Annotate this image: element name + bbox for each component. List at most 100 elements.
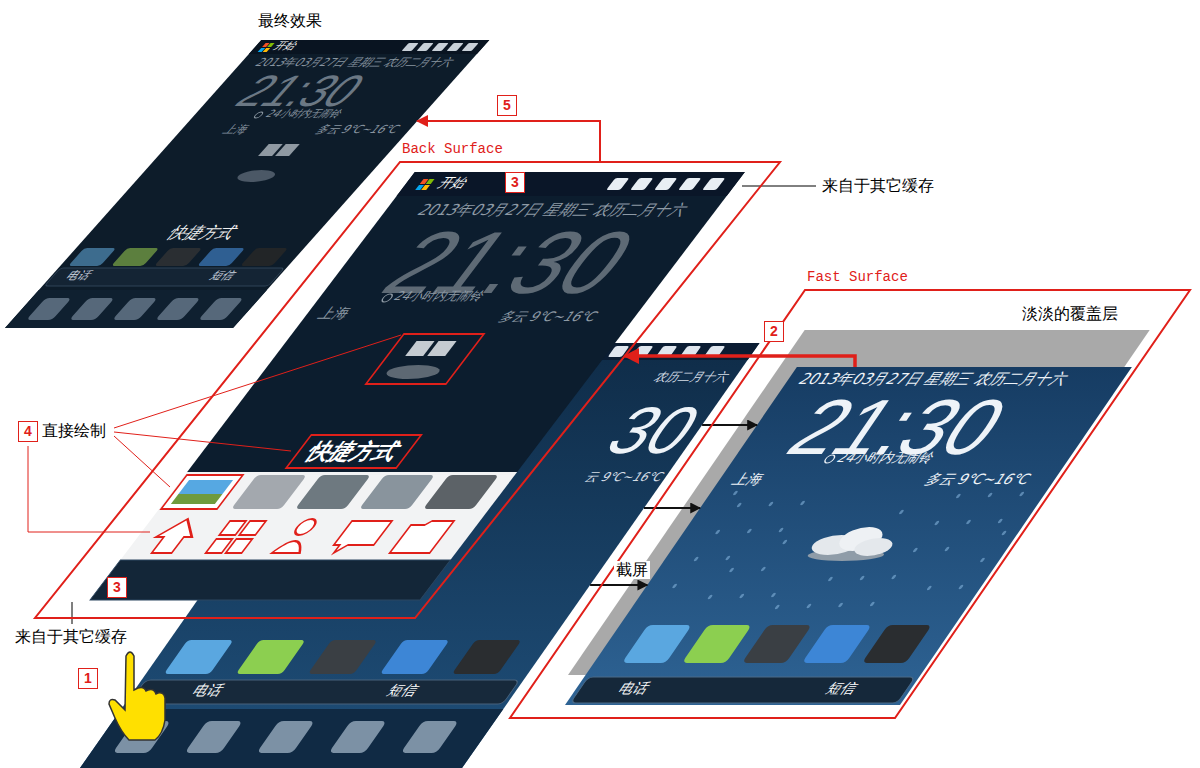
raindrop (782, 540, 788, 544)
app-icon (452, 640, 522, 674)
callout-number: 2 (764, 321, 784, 342)
status-icon (702, 178, 725, 190)
button-text: 电话 (189, 682, 228, 698)
raindrop (827, 577, 833, 581)
leader-line (72, 602, 73, 624)
button-bar (129, 680, 520, 704)
weather-icon (382, 365, 445, 379)
alarm-text: 24小时内无闹铃 (833, 451, 938, 466)
phone-screen: 开始2013年03月27日 星期三 农历二月十六21:3024小时内无闹铃上海多… (90, 172, 745, 600)
bottom-bar (90, 560, 450, 600)
callout-number: 3 (107, 577, 127, 598)
raindrop (869, 602, 875, 606)
button-bar (570, 677, 915, 703)
flow-arrow (590, 584, 647, 586)
raindrop (768, 502, 774, 506)
cloud-icon (849, 538, 897, 556)
app-icon (622, 625, 692, 663)
app-icon (862, 625, 932, 663)
redraw-outline (390, 521, 454, 553)
app-icon (423, 475, 499, 509)
gallery-icon (178, 480, 233, 494)
status-bar (397, 172, 745, 196)
raindrop (997, 519, 1003, 523)
redraw-outline (161, 475, 243, 509)
city-text: 上海 (728, 471, 767, 487)
frame-heading: Fast Surface (807, 269, 908, 285)
app-icon (197, 248, 245, 266)
redraw-outline (226, 539, 253, 553)
app-icon (231, 475, 307, 509)
app-icon (236, 640, 306, 674)
dock-icon (69, 298, 115, 320)
raindrop (1019, 492, 1025, 496)
redraw-outline (144, 519, 206, 553)
button-text: 短信 (384, 682, 423, 698)
raindrop (715, 530, 721, 534)
weather-text: 多云 9℃~16℃ (311, 124, 403, 137)
app-icon (682, 625, 752, 663)
weather-icon (233, 170, 280, 182)
weather-text: 多云 9℃~16℃ (495, 310, 601, 325)
button-text: 电话 (615, 680, 654, 696)
callout-number: 3 (505, 172, 525, 193)
frame-heading: Back Surface (402, 141, 503, 157)
clock-text: 30 (590, 393, 717, 469)
raindrop (725, 556, 731, 560)
hand-cursor (109, 652, 165, 740)
annotation-text: 来自于其它缓存 (822, 177, 934, 195)
frame-outline (35, 162, 780, 618)
callout-number: 1 (78, 668, 98, 689)
city-text: 上海 (315, 305, 355, 321)
app-icon (742, 625, 812, 663)
status-icon (402, 43, 419, 51)
alarm-text: 24小时内无闹铃 (390, 290, 488, 304)
raindrop (987, 493, 993, 497)
raindrop (1001, 531, 1007, 535)
status-bar (249, 40, 489, 54)
dock-icon (198, 298, 244, 320)
button-bar (44, 268, 284, 286)
raindrop (944, 547, 950, 551)
status-icon (432, 43, 449, 51)
gallery-icon (171, 494, 223, 504)
annotation-text: 直接绘制 (42, 422, 106, 440)
raindrop (799, 501, 805, 505)
windows-logo (263, 48, 271, 52)
raindrop (739, 594, 745, 598)
status-icon (630, 178, 653, 190)
dock-icon (401, 721, 459, 753)
app-icon (359, 475, 435, 509)
app-icon (68, 248, 116, 266)
windows-logo (426, 179, 435, 184)
app-icon (295, 475, 371, 509)
leader-line (114, 432, 291, 451)
frame-outline (510, 290, 1190, 718)
leader-line (114, 335, 401, 428)
weather-icon (427, 341, 456, 356)
redraw-outline (239, 521, 266, 535)
raindrop (732, 491, 738, 495)
dock-icon (329, 721, 387, 753)
app-icon (154, 248, 202, 266)
transparent-band (120, 472, 517, 560)
leader-line (742, 186, 816, 187)
button-text: 短信 (823, 680, 862, 696)
city-text: 上海 (218, 124, 251, 137)
raindrop (806, 604, 812, 608)
phone-screen-art (90, 172, 745, 600)
dock-icon (185, 721, 243, 753)
raindrop (707, 595, 713, 599)
screen-background (565, 367, 1132, 705)
dock-icon (112, 298, 158, 320)
annotation-text: 来自于其它缓存 (15, 628, 127, 646)
frame-outline (510, 290, 1190, 718)
annotation-text: 淡淡的覆盖层 (1022, 305, 1118, 323)
redraw-outline (291, 519, 319, 535)
status-icon (606, 178, 629, 190)
button-text: 电话 (61, 270, 94, 283)
status-text: 开始 (434, 176, 471, 191)
callout-number: 4 (18, 421, 38, 442)
